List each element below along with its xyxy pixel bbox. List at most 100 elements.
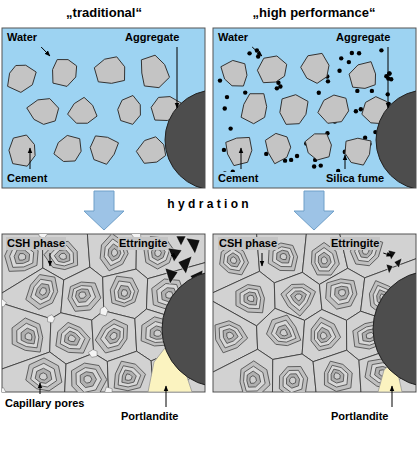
csh-ring — [76, 289, 91, 302]
csh-ring — [276, 325, 292, 339]
csh-ring — [122, 370, 136, 384]
ettringite-crystal — [178, 256, 192, 274]
part-label: Portlandite — [330, 410, 389, 423]
cement-grain — [53, 60, 77, 87]
csh-ring — [283, 370, 303, 392]
csh-ring — [35, 368, 52, 383]
csh-ring — [18, 254, 25, 261]
part-label: Ettringite — [330, 237, 380, 250]
csh-ring — [271, 320, 296, 342]
column-title: „high performance“ — [252, 6, 377, 19]
csh-ring — [79, 292, 86, 298]
csh-ring — [56, 322, 90, 353]
silica-particle — [357, 51, 361, 55]
part-label: Silica fume — [325, 172, 385, 185]
csh-ring — [250, 376, 257, 384]
fresh-paste-hp — [213, 28, 418, 190]
csh-ring — [14, 250, 29, 264]
csh-ring — [95, 319, 127, 353]
capillary-pore — [100, 306, 108, 316]
csh-ring — [280, 253, 286, 259]
csh-ring — [59, 253, 66, 259]
csh-ring — [279, 367, 307, 393]
csh-ring — [324, 361, 352, 391]
csh-ring — [321, 332, 328, 339]
cement-grain — [27, 99, 59, 125]
silica-particle — [319, 163, 323, 167]
ettringite-crystal — [386, 264, 393, 274]
silica-particle — [228, 126, 232, 130]
csh-ring — [331, 369, 344, 383]
csh-ring — [286, 288, 311, 311]
csh-ring — [154, 330, 162, 336]
silica-particle — [350, 51, 354, 55]
capillary-pore — [2, 299, 7, 306]
csh-ring — [230, 257, 236, 264]
csh-ring — [244, 292, 257, 305]
cement-grain — [141, 55, 169, 87]
silica-particle — [389, 77, 393, 81]
csh-ring — [68, 282, 101, 311]
capillary-pore — [48, 315, 55, 323]
csh-ring — [72, 286, 96, 307]
hardened-paste-hp — [213, 234, 418, 398]
csh-ring — [227, 332, 234, 339]
cement-grain — [118, 96, 141, 125]
part-label: CSH phase — [6, 237, 66, 250]
column-title: „traditional“ — [65, 6, 143, 19]
part-label: Portlandite — [120, 410, 179, 423]
csh-ring — [121, 290, 127, 297]
csh-ring — [76, 368, 101, 392]
leader-line — [345, 155, 346, 169]
csh-ring — [240, 361, 270, 392]
process-label: h y d r a t i o n — [166, 198, 249, 211]
csh-ring — [311, 317, 341, 350]
csh-ring — [244, 366, 266, 391]
csh-ring — [68, 335, 76, 342]
cement-grain — [226, 137, 252, 165]
csh-ring — [80, 372, 96, 388]
csh-ring — [39, 373, 47, 380]
aggregate — [165, 90, 205, 188]
csh-ring — [281, 284, 316, 316]
csh-ring — [72, 363, 107, 392]
hydration-arrow — [84, 191, 124, 230]
ettringite-crystal — [168, 248, 182, 262]
cement-grain — [94, 57, 124, 84]
csh-ring — [266, 315, 300, 346]
cement-grain — [265, 133, 290, 163]
hydration-arrow — [294, 191, 334, 230]
cement-grain — [54, 135, 81, 161]
part-label: Water — [217, 31, 249, 44]
cement-grain — [90, 136, 118, 164]
silica-particle — [243, 90, 247, 94]
leader-line — [166, 386, 167, 407]
csh-ring — [31, 363, 57, 387]
cement-grain — [221, 60, 247, 86]
csh-ring — [114, 361, 145, 390]
cement-grain — [68, 97, 97, 123]
csh-ring — [64, 331, 80, 345]
csh-ring — [314, 322, 335, 346]
csh-ring — [21, 328, 35, 344]
silica-particle — [326, 79, 330, 83]
leader-line — [383, 253, 392, 256]
csh-ring — [110, 332, 117, 339]
csh-ring — [330, 283, 352, 305]
leader-line — [50, 253, 51, 266]
silica-particle — [337, 69, 341, 73]
silica-particle — [359, 107, 363, 111]
csh-ring — [277, 250, 290, 263]
leader-line — [30, 148, 31, 169]
csh-ring — [295, 294, 303, 301]
silica-particle — [223, 106, 227, 110]
csh-ring — [334, 373, 340, 380]
csh-ring — [328, 365, 348, 387]
hardened-paste — [0, 230, 278, 398]
csh-ring — [290, 377, 296, 384]
silica-particle — [354, 109, 358, 113]
csh-ring — [39, 288, 46, 296]
csh-ring — [155, 250, 162, 257]
leader-line — [252, 47, 262, 56]
